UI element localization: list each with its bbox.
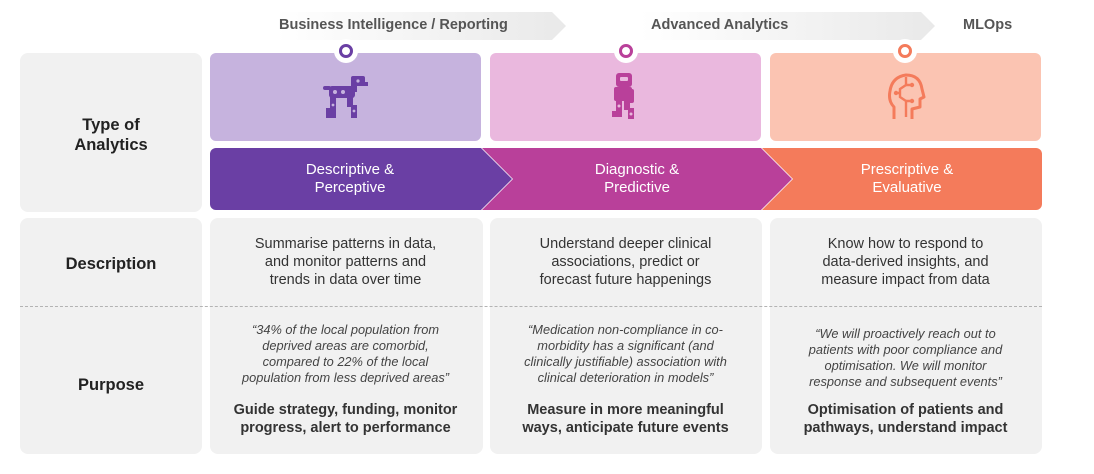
stage-marker-descriptive — [334, 39, 358, 63]
row-label-panel-lower — [20, 218, 202, 454]
chevron-prescriptive: Prescriptive & Evaluative — [762, 148, 1042, 210]
stage-title-bi: Business Intelligence / Reporting — [279, 17, 508, 33]
type-label-descriptive: Descriptive & Perceptive — [240, 161, 460, 197]
quote-prescriptive: “We will proactively reach out to patien… — [770, 326, 1041, 390]
purpose-line: Optimisation of patients and — [807, 402, 1004, 418]
chevron-descriptive: Descriptive & Perceptive — [210, 148, 512, 210]
robot-dog-icon — [322, 76, 368, 118]
quote-line: clinically justifiable) association with — [524, 354, 727, 369]
quote-line: clinical deterioration in models” — [537, 370, 714, 385]
description-line: forecast future happenings — [539, 272, 712, 288]
purpose-prescriptive: Optimisation of patients and pathways, u… — [770, 401, 1041, 437]
stage-title-mlops: MLOps — [963, 17, 1013, 33]
description-diagnostic: Understand deeper clinical associations,… — [490, 235, 761, 289]
purpose-descriptive: Guide strategy, funding, monitor progres… — [210, 401, 481, 437]
quote-line: “Medication non-compliance in co- — [528, 322, 723, 337]
type-line2-diagnostic: Predictive — [604, 179, 670, 196]
stage-arrow-advanced — [640, 12, 935, 40]
description-line: measure impact from data — [821, 272, 990, 288]
column-panel-prescriptive — [770, 218, 1042, 454]
description-line: Know how to respond to — [827, 236, 984, 252]
stage-arrow-bi — [276, 12, 566, 40]
stage-title-advanced: Advanced Analytics — [651, 17, 789, 33]
quote-diagnostic: “Medication non-compliance in co- morbid… — [490, 322, 761, 386]
quote-line: morbidity has a significant (and — [537, 338, 714, 353]
column-panel-descriptive — [210, 218, 483, 454]
section-divider — [20, 306, 1042, 307]
description-line: Understand deeper clinical — [539, 236, 712, 252]
stage-marker-prescriptive — [893, 39, 917, 63]
ai-head-profile-icon — [887, 73, 925, 119]
quote-line: optimisation. We will monitor — [824, 358, 987, 373]
description-line: associations, predict or — [551, 254, 700, 270]
description-line: trends in data over time — [269, 272, 422, 288]
description-line: Summarise patterns in data, — [254, 236, 437, 252]
purpose-line: Guide strategy, funding, monitor — [233, 402, 458, 418]
quote-line: population from less deprived areas” — [242, 370, 449, 385]
quote-descriptive: “34% of the local population from depriv… — [210, 322, 481, 386]
row-label-panel-type — [20, 53, 202, 212]
description-line: and monitor patterns and — [264, 254, 427, 270]
quote-line: compared to 22% of the local — [262, 354, 429, 369]
description-descriptive: Summarise patterns in data, and monitor … — [210, 235, 481, 289]
quote-line: deprived areas are comorbid, — [262, 338, 429, 353]
type-line1-prescriptive: Prescriptive & — [860, 161, 954, 178]
type-line1-diagnostic: Diagnostic & — [594, 161, 680, 178]
icon-box-descriptive — [210, 53, 481, 141]
purpose-line: ways, anticipate future events — [522, 420, 729, 436]
column-panel-diagnostic — [490, 218, 762, 454]
quote-line: patients with poor compliance and — [808, 342, 1003, 357]
row-label-type-of-analytics: Type of Analytics — [20, 115, 202, 155]
quote-line: “34% of the local population from — [251, 322, 440, 337]
type-label-diagnostic: Diagnostic & Predictive — [527, 161, 747, 197]
purpose-diagnostic: Measure in more meaningful ways, anticip… — [490, 401, 761, 437]
purpose-line: progress, alert to performance — [240, 420, 451, 436]
type-line2-descriptive: Perceptive — [314, 179, 386, 196]
description-prescriptive: Know how to respond to data-derived insi… — [770, 235, 1041, 289]
row-label-purpose: Purpose — [77, 376, 145, 394]
type-line1-descriptive: Descriptive & — [305, 161, 395, 178]
quote-line: response and subsequent events” — [809, 374, 1002, 389]
quote-line: “We will proactively reach out to — [815, 326, 996, 341]
row-label-description: Description — [65, 255, 157, 273]
robot-walking-icon — [611, 73, 634, 119]
stage-marker-diagnostic — [614, 39, 638, 63]
icon-box-diagnostic — [490, 53, 761, 141]
purpose-line: Measure in more meaningful — [527, 402, 724, 418]
chevron-diagnostic: Diagnostic & Predictive — [482, 148, 792, 210]
icon-box-prescriptive — [770, 53, 1041, 141]
purpose-line: pathways, understand impact — [803, 420, 1008, 436]
type-label-prescriptive: Prescriptive & Evaluative — [797, 161, 1017, 197]
row-label-type-text: Type of Analytics — [74, 116, 148, 154]
type-line2-prescriptive: Evaluative — [872, 179, 942, 196]
description-line: data-derived insights, and — [822, 254, 989, 270]
